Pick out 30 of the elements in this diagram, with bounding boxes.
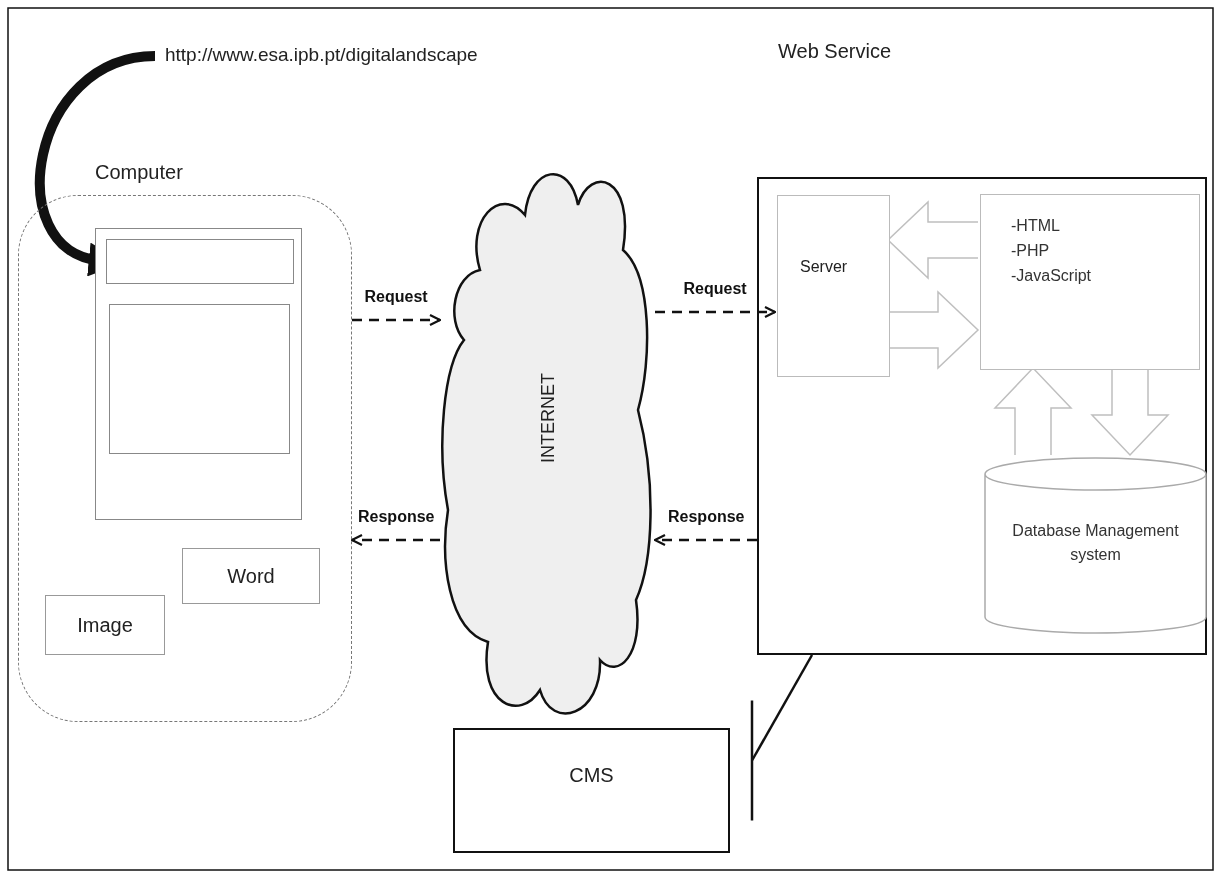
url-text: http://www.esa.ipb.pt/digitalandscape: [165, 44, 478, 66]
cloud-label: INTERNET: [537, 372, 558, 463]
file-box: Word: [182, 548, 320, 604]
section-heading: Web Service: [778, 40, 891, 63]
service-frame: [757, 177, 1207, 655]
database-label: Database Management system: [1011, 521, 1180, 565]
cms-box: CMS: [453, 728, 730, 853]
code-item: -HTML: [1011, 217, 1060, 235]
window-frame: [95, 228, 302, 520]
callout-line: [750, 654, 814, 822]
edge-label: Response: [666, 508, 747, 526]
dashed-arrow: [350, 533, 440, 547]
curved-arrow: [35, 51, 156, 275]
database-cylinder: [984, 457, 1207, 634]
code-item: -JavaScript: [1011, 267, 1092, 285]
block-arrow: [887, 290, 980, 370]
file-box: Image: [45, 595, 165, 655]
code-box: [980, 194, 1200, 370]
content-area: [109, 304, 290, 454]
edge-label: Response: [356, 508, 437, 526]
edge-label: Request: [362, 288, 430, 306]
server-box: Server: [777, 195, 890, 377]
block-arrow: [1090, 367, 1170, 457]
code-item: -PHP: [1011, 242, 1050, 260]
edge-label: Request: [681, 280, 749, 298]
group-heading: Computer: [95, 161, 183, 184]
address-bar: [106, 239, 294, 284]
dashed-arrow: [655, 305, 777, 319]
dashed-arrow: [653, 533, 757, 547]
dashed-arrow: [352, 313, 442, 327]
